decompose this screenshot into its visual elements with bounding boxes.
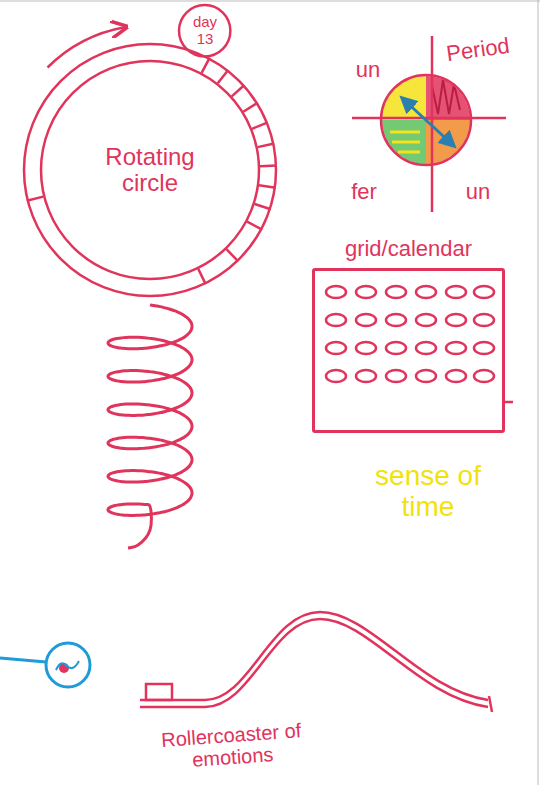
node-text: grid/calendar	[345, 237, 472, 261]
quadrant-arrow	[402, 98, 454, 146]
circle-node: Rotating circle	[22, 42, 278, 298]
ring-tick	[243, 103, 257, 112]
sketch-label: Period	[432, 32, 524, 68]
calendar-day	[474, 370, 494, 382]
quadrant-outline	[381, 75, 471, 165]
ring-ticks	[27, 58, 277, 284]
spiral	[108, 305, 192, 548]
calendar-day	[474, 286, 494, 298]
calendar-day	[326, 370, 346, 382]
calendar-days	[326, 286, 494, 382]
rollercoaster-track	[140, 619, 488, 707]
calendar-tick	[505, 401, 513, 404]
sketch-label: un	[338, 58, 398, 82]
calendar-day	[446, 314, 466, 326]
ring-tick	[218, 70, 228, 83]
calendar-day	[326, 286, 346, 298]
ring-tick	[258, 144, 275, 148]
calendar-day	[416, 286, 436, 298]
calendar-day	[474, 342, 494, 354]
calendar-day	[356, 314, 376, 326]
calendar-day	[356, 370, 376, 382]
node-text: Rotating circle	[85, 144, 215, 197]
calendar-day	[326, 342, 346, 354]
calendar-day	[416, 314, 436, 326]
circle-ring	[41, 61, 259, 279]
blue-line	[0, 658, 46, 662]
rollercoaster-cart	[146, 684, 172, 700]
calendar-day	[446, 370, 466, 382]
ring-tick	[259, 185, 276, 187]
calendar-day	[356, 286, 376, 298]
blue-circle	[46, 643, 90, 687]
calendar-day	[446, 342, 466, 354]
sketch-label: fer	[334, 180, 394, 204]
ring-tick	[252, 122, 268, 128]
page-edge	[0, 1, 540, 2]
calendar-box: grid/calendar	[312, 268, 505, 433]
page-edge	[538, 0, 539, 785]
calendar-day	[386, 314, 406, 326]
calendar-day	[386, 370, 406, 382]
blue-squiggle	[56, 661, 79, 670]
ring-tick	[27, 197, 43, 201]
period-quadrant	[381, 75, 471, 165]
ring-tick	[202, 58, 210, 73]
ring-tick	[232, 85, 245, 96]
track-end	[489, 696, 492, 712]
calendar-day	[416, 370, 436, 382]
calendar-day	[416, 342, 436, 354]
ring-tick	[226, 249, 238, 261]
calendar-day	[446, 286, 466, 298]
node-text: day 13	[188, 14, 222, 47]
calendar-day	[386, 286, 406, 298]
scribble	[390, 132, 420, 152]
calendar-day	[326, 314, 346, 326]
sketch-label: un	[448, 180, 508, 204]
calendar-day	[474, 314, 494, 326]
circle-ring	[24, 44, 276, 296]
calendar-day	[356, 342, 376, 354]
sketch-label: Rollercoaster of emotions	[156, 719, 309, 773]
ring-tick	[255, 204, 271, 209]
ring-tick	[260, 164, 277, 167]
sketch-label: sense of time	[361, 461, 496, 523]
quadrant-axis	[352, 117, 506, 120]
quadrant-sector	[382, 120, 426, 164]
ring-tick	[198, 269, 205, 284]
calendar-day	[386, 342, 406, 354]
ring-tick	[247, 222, 262, 230]
